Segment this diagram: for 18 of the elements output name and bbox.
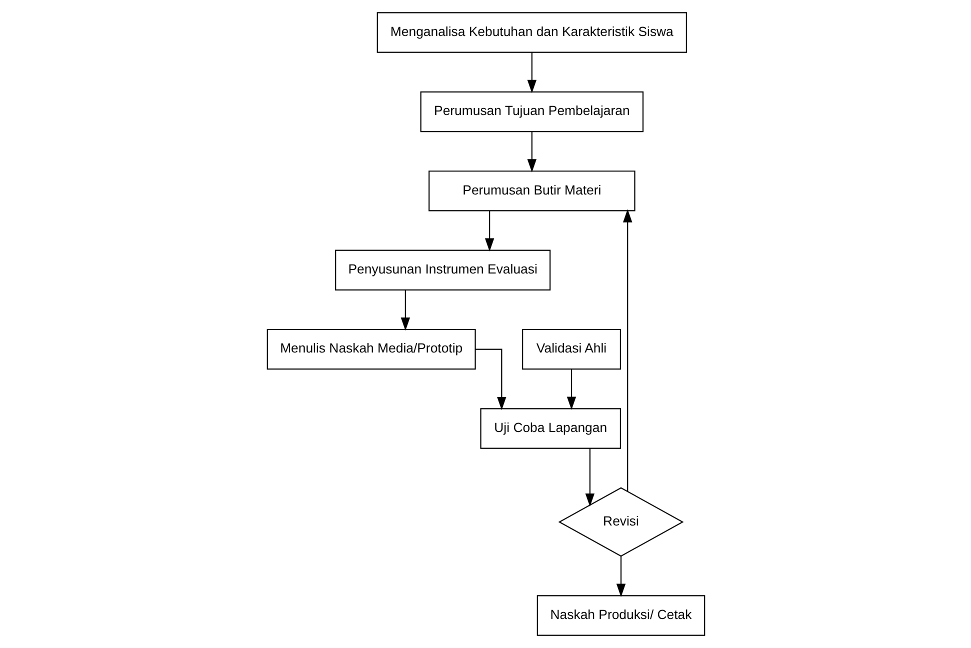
arrow bbox=[484, 210, 494, 252]
node-box: Naskah Produksi/ Cetak bbox=[536, 595, 705, 636]
node-diamond: Revisi bbox=[558, 487, 684, 557]
arrow bbox=[474, 348, 506, 410]
node-box: Menganalisa Kebutuhan dan Karakteristik Siswa bbox=[376, 12, 686, 53]
arrow bbox=[526, 52, 536, 94]
node-box: Uji Coba Lapangan bbox=[480, 408, 620, 449]
node-box: Perumusan Tujuan Pembelajaran bbox=[420, 91, 644, 132]
arrow bbox=[566, 369, 576, 410]
arrow bbox=[616, 556, 626, 597]
arrow bbox=[526, 132, 536, 172]
node-box: Validasi Ahli bbox=[522, 328, 620, 370]
arrow bbox=[584, 448, 594, 507]
arrow bbox=[622, 209, 632, 492]
arrow bbox=[400, 290, 410, 331]
node-box: Penyusunan Instrumen Evaluasi bbox=[334, 250, 550, 290]
node-box: Menulis Naskah Media/Prototip bbox=[266, 328, 476, 370]
node-box: Perumusan Butir Materi bbox=[428, 170, 635, 212]
